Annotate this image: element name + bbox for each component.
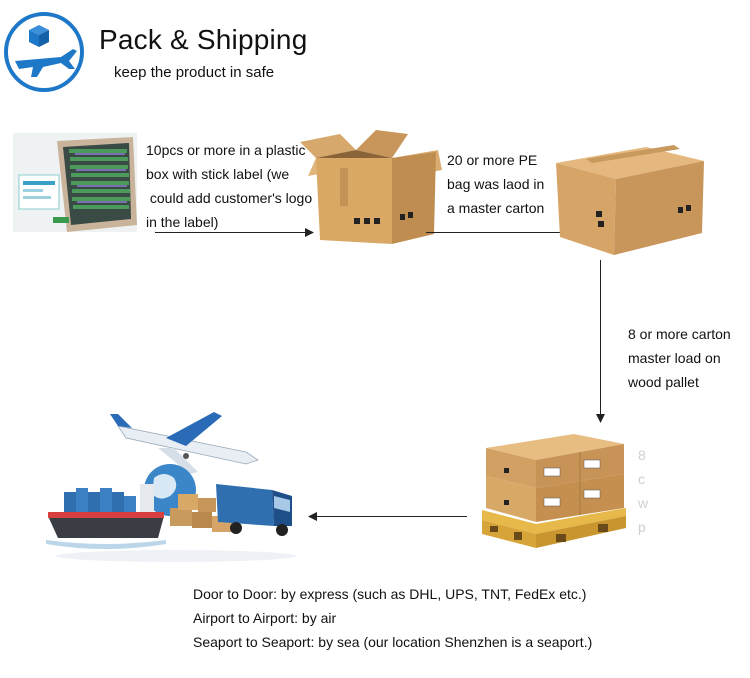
shipping-method-line: Door to Door: by express (such as DHL, U… — [193, 586, 587, 602]
shipping-logo-icon — [3, 11, 85, 93]
step2-text: 20 or more PE bag was laod in a master c… — [447, 148, 567, 220]
open-carton-image — [296, 128, 446, 246]
step1-line: in the label) — [146, 214, 219, 230]
step2-line: bag was laod in — [447, 176, 545, 192]
step3-line: master load on — [628, 350, 721, 366]
flow-arrow-3 — [600, 260, 601, 416]
flow-arrow-4 — [316, 516, 467, 517]
plastic-box-product-image — [13, 133, 137, 232]
step2-line: 20 or more PE — [447, 152, 538, 168]
flow-arrow-2 — [426, 232, 566, 233]
step3-line: wood pallet — [628, 374, 699, 390]
arrow-head-icon — [596, 414, 605, 423]
step2-line: a master carton — [447, 200, 545, 216]
step1-line: box with stick label (we — [146, 166, 290, 182]
logistics-transport-image — [46, 408, 302, 568]
step3-line: 8 or more carton — [628, 326, 731, 342]
step1-text: 10pcs or more in a plastic box with stic… — [146, 138, 316, 234]
shipping-methods: Door to Door: by express (such as DHL, U… — [193, 582, 713, 654]
shipping-method-line: Seaport to Seaport: by sea (our location… — [193, 634, 593, 650]
page-subtitle: keep the product in safe — [114, 64, 275, 81]
shipping-method-line: Airport to Airport: by air — [193, 610, 337, 626]
master-carton-image — [552, 133, 708, 257]
step1-line: 10pcs or more in a plastic — [146, 142, 306, 158]
arrow-head-icon — [305, 228, 314, 237]
pallet-boxes-image — [474, 430, 630, 554]
flow-arrow-1 — [155, 232, 310, 233]
arrow-head-icon — [308, 512, 317, 521]
step1-line: could add customer's logo — [146, 190, 313, 206]
page-title: Pack & Shipping — [99, 24, 308, 55]
step3-text: 8 or more carton master load on wood pal… — [628, 322, 748, 394]
